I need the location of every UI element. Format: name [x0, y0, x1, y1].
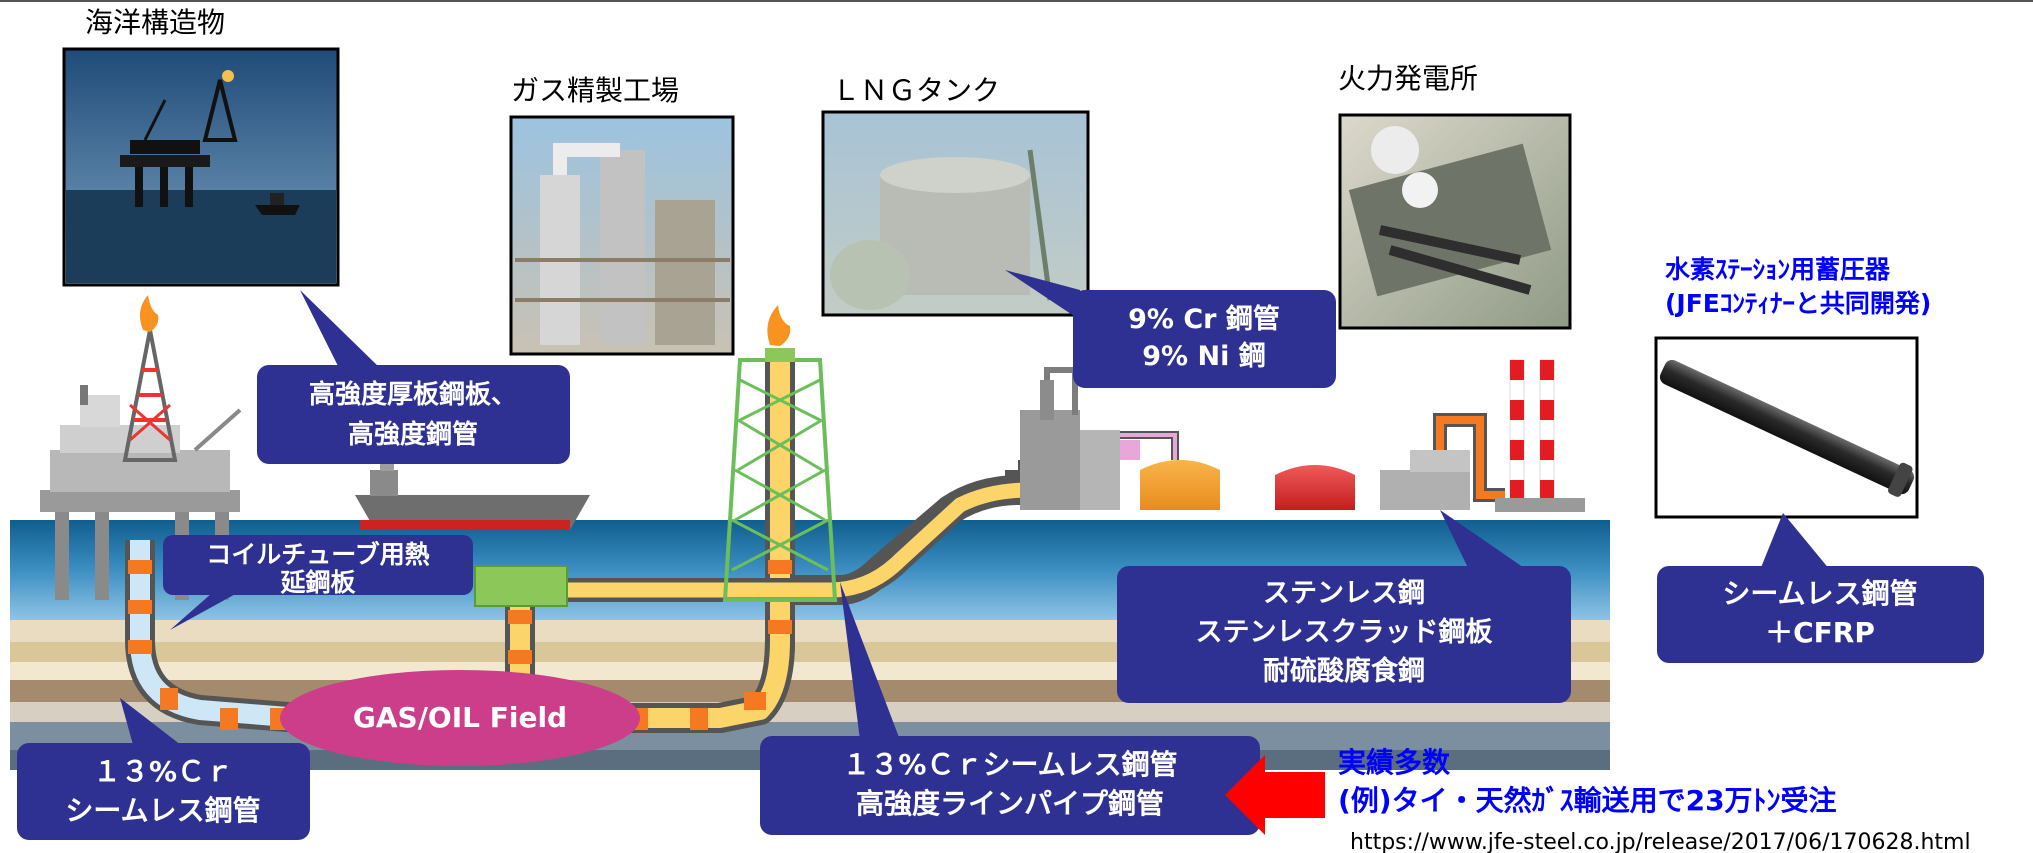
field-label: GAS/OIL Field: [353, 701, 567, 734]
callout-cfrp-line2: ＋CFRP: [1765, 616, 1875, 649]
callout-cr-ni: 9% Cr 鋼管 9% Ni 鋼: [1005, 270, 1336, 388]
callout-cr-ni-line1: 9% Cr 鋼管: [1128, 304, 1280, 335]
subsea-manifold: [474, 565, 568, 607]
photo-gas-plant: [509, 115, 735, 356]
chimney-left: [1509, 359, 1525, 501]
pipe-couplings: [128, 560, 792, 730]
caption-gas-plant: ガス精製工場: [511, 74, 679, 107]
photo-accumulator: [1654, 336, 1919, 519]
results-line1: 実績多数: [1338, 746, 1451, 779]
callout-cfrp: シームレス鋼管 ＋CFRP: [1657, 513, 1984, 663]
orange-tank: [1140, 460, 1220, 510]
callout-cr-ni-line2: 9% Ni 鋼: [1142, 341, 1266, 372]
flare-flame: [139, 295, 159, 332]
pipe-to-plant: [560, 460, 1038, 598]
gas-processing-plant: [1020, 367, 1220, 510]
callout-stainless-line1: ステンレス鋼: [1263, 578, 1425, 609]
caption-lng-tank: ＬＮＧタンク: [832, 74, 1000, 107]
hydrogen-title: 水素ｽﾃｰｼｮﾝ用蓄圧器: [1665, 255, 1891, 284]
rig-flame: [767, 305, 791, 346]
results-line2: (例)タイ・天然ｶﾞｽ輸送用で23万ﾄﾝ受注: [1338, 784, 1837, 817]
photo-power-plant: [1338, 113, 1572, 330]
callout-cfrp-line1: シームレス鋼管: [1722, 577, 1917, 610]
callout-cr13-small: １３%Ｃｒ シームレス鋼管: [17, 698, 310, 840]
callout-cr13-large: １３%Ｃｒシームレス鋼管 高強度ラインパイプ鋼管: [760, 582, 1260, 835]
callout-cr13-small-line2: シームレス鋼管: [65, 794, 260, 827]
callout-heavy-plate-line1: 高強度厚板鋼板、: [309, 379, 517, 410]
callout-stainless-line2: ステンレスクラッド鋼板: [1196, 617, 1493, 648]
callout-cr13-large-line2: 高強度ラインパイプ鋼管: [856, 787, 1164, 820]
caption-power-plant: 火力発電所: [1338, 62, 1478, 95]
gas-oil-field: GAS/OIL Field: [280, 670, 640, 766]
pipe-yellow: [510, 360, 790, 728]
callout-heavy-plate: 高強度厚板鋼板、 高強度鋼管: [257, 290, 570, 464]
hydrogen-subtitle: (JFEｺﾝﾃｨﾅｰと共同開発): [1665, 289, 1931, 318]
offshore-platform: [40, 295, 242, 600]
callout-stainless: ステンレス鋼 ステンレスクラッド鋼板 耐硫酸腐食鋼: [1117, 510, 1571, 703]
red-arrow: [1225, 755, 1325, 835]
chimney-right: [1539, 359, 1555, 501]
drilling-rig: [722, 305, 838, 602]
ship: [355, 455, 590, 530]
caption-offshore: 海洋構造物: [85, 6, 225, 39]
callout-cr13-small-line1: １３%Ｃｒ: [93, 755, 233, 788]
callout-coil-tube-line1: コイルチューブ用熱: [206, 540, 430, 569]
callout-coil-tube: コイルチューブ用熱 延鋼板: [163, 535, 473, 630]
callout-coil-tube-line2: 延鋼板: [279, 568, 355, 597]
callout-stainless-line3: 耐硫酸腐食鋼: [1263, 655, 1425, 687]
callout-heavy-plate-line2: 高強度鋼管: [348, 419, 478, 450]
photo-offshore-structure: [62, 47, 340, 287]
callout-cr13-large-line1: １３%Ｃｒシームレス鋼管: [842, 748, 1177, 781]
pipeline: [125, 360, 1042, 733]
source-url: https://www.jfe-steel.co.jp/release/2017…: [1350, 830, 1971, 853]
power-plant: [1275, 359, 1585, 512]
